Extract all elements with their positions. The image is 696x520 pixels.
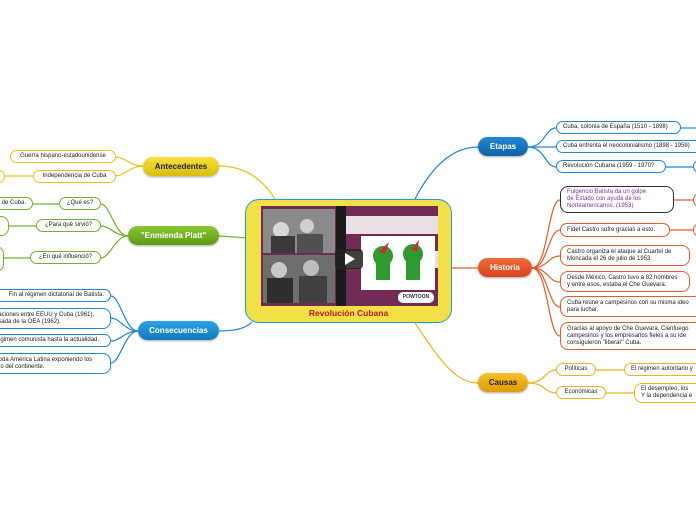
subtopic-en-que-influencio[interactable]: ¿En qué influenció?	[30, 251, 101, 264]
central-title: Revolución Cubana	[308, 308, 389, 318]
topic-historia[interactable]: Historia	[478, 258, 532, 277]
leaf-causas-economicas[interactable]: El desempleo, los Y la dependencia e	[634, 383, 696, 403]
topic-etapas[interactable]: Etapas	[478, 137, 528, 156]
video-collage-image	[261, 206, 438, 306]
subtopic-regimen-comunista[interactable]: égimen comunista hasta la actualidad.	[0, 334, 111, 347]
leaf-causas-politicas[interactable]: El régimen autoritario y	[624, 363, 696, 376]
topic-consecuencias[interactable]: Consecuencias	[138, 321, 219, 340]
subtopic-neocolonialismo[interactable]: Cuba enfrenta el neocolonialismo (1898 -…	[556, 140, 696, 153]
subtopic-economicas[interactable]: Económicas	[556, 386, 606, 399]
topic-enmienda-platt[interactable]: "Enmienda Platt"	[128, 226, 219, 245]
subtopic-politicas[interactable]: Políticas	[556, 363, 596, 376]
subtopic-relaciones-eeuu-cuba[interactable]: laciones entre EEUU y Cuba (1961), lsada…	[0, 308, 111, 329]
subtopic-america-latina[interactable]: toda América Latina exponiendo los go de…	[0, 353, 111, 374]
subtopic-cuba-reune-campesinos[interactable]: Cuba reúne a campesinos con su misma ide…	[560, 296, 696, 317]
subtopic-independencia-de-cuba[interactable]: Independencia de Cuba	[33, 170, 116, 183]
subtopic-fin-regimen-batista[interactable]: Fin al régimen dictatorial de Batista.	[0, 289, 111, 302]
subtopic-desde-mexico[interactable]: Desde México, Castro tuvo a 82 hombres y…	[560, 271, 690, 292]
subtopic-para-que-sirvio[interactable]: ¿Para qué sirvió?	[36, 219, 101, 232]
subtopic-que-es[interactable]: ¿Qué es?	[59, 197, 101, 210]
subtopic-revolucion-cubana-1959[interactable]: Revolución Cubana (1959 - 1970?	[556, 160, 666, 173]
subtopic-fidel-castro-sufre[interactable]: Fidel Castro sufre gracias a esto.	[560, 223, 670, 237]
subtopic-cuartel-moncada[interactable]: Castro organiza el ataque al Cuartel de …	[560, 245, 690, 266]
central-topic[interactable]: POWTOON Revolución Cubana	[245, 199, 452, 323]
subtopic-batista-golpe[interactable]: Fulgencio Batista da un golpe de Estado …	[560, 186, 674, 213]
subtopic-apoyo-che-guevara[interactable]: Gracias al apoyo de Che Guevara, Cienfue…	[560, 322, 696, 350]
topic-antecedentes[interactable]: Antecedentes	[143, 157, 219, 176]
leaf-platt-que-es[interactable]: de Cuba.	[0, 197, 33, 210]
topic-causas[interactable]: Causas	[478, 373, 528, 392]
subtopic-cuba-colonia-espana[interactable]: Cuba, colonia de España (1510 - 1898)	[556, 121, 681, 134]
powtoon-badge: POWTOON	[402, 294, 430, 300]
central-video-thumbnail[interactable]: POWTOON	[261, 206, 438, 306]
subtopic-guerra-hispano-estadounidense[interactable]: Guerra hispano-estadounidense	[10, 150, 116, 163]
